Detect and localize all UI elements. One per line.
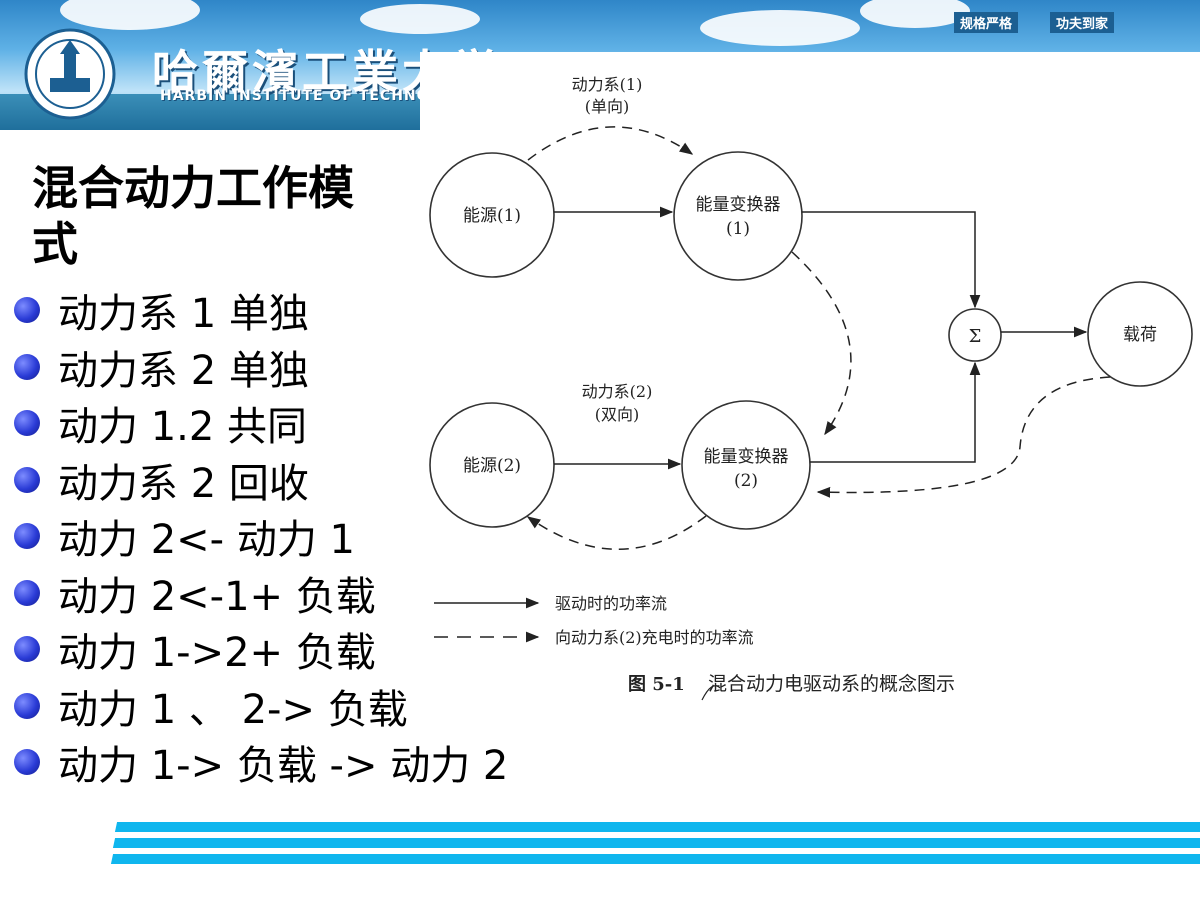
sum-label: Σ: [969, 326, 982, 347]
powertrain2-direction: (双向): [595, 405, 640, 424]
list-item: 动力 2<-1+ 负载: [14, 565, 508, 622]
bullet-icon: [14, 297, 40, 324]
source1-node: [429, 152, 555, 278]
caption-text: 混合动力电驱动系的概念图示: [708, 672, 955, 695]
arrow-converter2-to-sum: [810, 361, 981, 463]
list-item: 动力 1-> 负载 -> 动力 2: [14, 734, 508, 791]
diagram-canvas: 能源(1) 能量变换器 (1) 能源(2) 能量变换器 (2) Σ 载荷: [429, 75, 1193, 701]
list-item: 动力 1 、 2-> 负载: [14, 678, 508, 735]
dashed-arrow-converter2-to-source2: [526, 515, 707, 550]
converter1-sub: (1): [726, 219, 750, 239]
list-item: 动力系 1 单独: [14, 282, 508, 339]
converter1-label: 能量变换器: [696, 195, 781, 215]
bullet-icon: [14, 692, 40, 719]
source1-label: 能源(1): [463, 206, 521, 226]
load-node: [1087, 281, 1193, 387]
list-item: 动力 1->2+ 负载: [14, 621, 508, 678]
legend-solid-label: 驱动时的功率流: [555, 594, 667, 613]
mode-list: 动力系 1 单独 动力系 2 单独 动力 1.2 共同 动力系 2 回收 动力 …: [14, 282, 508, 791]
legend-dashed-label: 向动力系(2)充电时的功率流: [555, 628, 754, 647]
school-name-en: HARBIN INSTITUTE OF TECHNOLOGY: [160, 88, 476, 104]
powertrain2-label: 动力系(2): [582, 382, 653, 401]
university-logo-icon: [24, 28, 116, 120]
load-label: 载荷: [1123, 325, 1157, 345]
sum-node: [948, 308, 1002, 362]
converter2-node: [681, 400, 811, 530]
bullet-icon: [14, 410, 40, 437]
slide-title: 混合动力工作模式: [32, 161, 354, 271]
bullet-icon: [14, 636, 40, 663]
bullet-icon: [14, 466, 40, 493]
source2-node: [429, 402, 555, 528]
converter1-node: [673, 151, 803, 281]
list-item: 动力系 2 回收: [14, 452, 508, 509]
caption-number: 图 5-1: [628, 674, 685, 695]
dashed-arrow-load-to-converter2: [816, 376, 1111, 498]
list-item: 动力 2<- 动力 1: [14, 508, 508, 565]
dashed-arrow-powertrain1: [527, 126, 694, 161]
dashed-arrow-converter1-to-converter2: [791, 251, 852, 436]
bullet-icon: [14, 523, 40, 550]
bullet-icon: [14, 749, 40, 776]
hybrid-drive-diagram: 能源(1) 能量变换器 (1) 能源(2) 能量变换器 (2) Σ 载荷: [420, 52, 1200, 702]
footer-stripe: [114, 822, 1200, 832]
source2-label: 能源(2): [463, 456, 521, 476]
powertrain1-direction: (单向): [585, 97, 630, 116]
bullet-icon: [14, 353, 40, 380]
motto-left: 规格严格: [954, 12, 1019, 33]
powertrain1-label: 动力系(1): [572, 75, 643, 94]
footer-stripe: [110, 854, 1200, 864]
caption-swoosh: [701, 685, 721, 701]
converter2-label: 能量变换器: [704, 447, 789, 467]
converter2-sub: (2): [734, 471, 758, 491]
list-item: 动力系 2 单独: [14, 339, 508, 396]
footer-stripe: [112, 838, 1200, 848]
list-item: 动力 1.2 共同: [14, 395, 508, 452]
arrow-converter1-to-sum: [802, 211, 981, 309]
motto-right: 功夫到家: [1050, 12, 1115, 33]
bullet-icon: [14, 579, 40, 606]
